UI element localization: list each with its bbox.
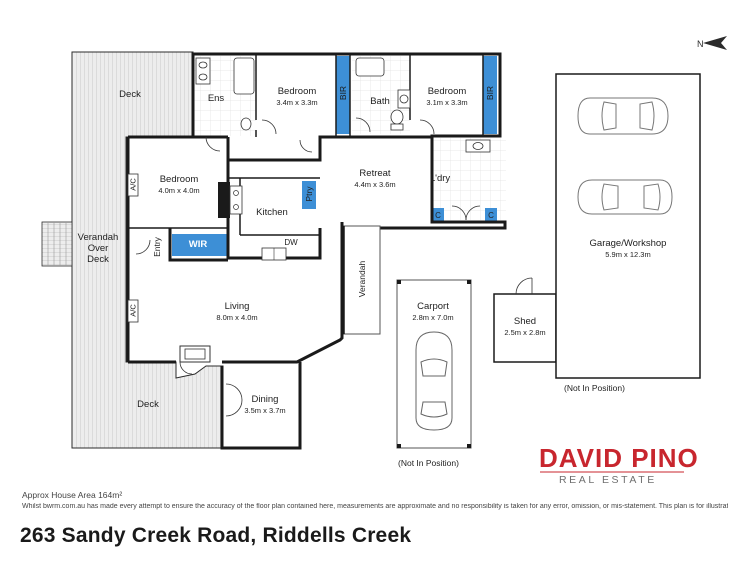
svg-text:N: N bbox=[697, 39, 704, 49]
room-label-verandah-over-deck: Verandah Over Deck bbox=[77, 232, 119, 265]
property-address: 263 Sandy Creek Road, Riddells Creek bbox=[20, 524, 412, 547]
room-label-ac-1: A/C bbox=[128, 178, 138, 191]
room-label-laundry: L'dry bbox=[429, 173, 451, 184]
room-label-bir-1: BIR bbox=[338, 85, 348, 101]
room-label-bath: Bath bbox=[370, 96, 390, 107]
range-hood-icon bbox=[218, 182, 243, 218]
brand-logo-name: DAVID PINO bbox=[539, 443, 699, 473]
wir-panel bbox=[172, 234, 228, 256]
bir-panel bbox=[336, 56, 350, 134]
fireplace-icon bbox=[179, 345, 211, 363]
room-label-dishwasher: DW bbox=[284, 238, 298, 247]
disclaimer-text: Whilst bwrm.com.au has made every attemp… bbox=[22, 503, 728, 510]
shed-outline bbox=[493, 277, 557, 363]
basin-icon bbox=[195, 57, 411, 109]
verandah-outline bbox=[343, 225, 381, 335]
room-label-ac-2: A/C bbox=[128, 304, 138, 317]
room-label-bir-2: BIR bbox=[485, 85, 495, 101]
cupboard-panel bbox=[432, 208, 444, 222]
toilet-icon bbox=[240, 109, 404, 131]
door-swings bbox=[135, 117, 481, 417]
car-icon bbox=[415, 331, 453, 431]
car-icon bbox=[577, 97, 669, 135]
room-label-cupboard-2: C bbox=[488, 211, 494, 220]
carport-not-in-position: (Not In Position) bbox=[398, 458, 459, 468]
room-label-kitchen: Kitchen bbox=[256, 207, 288, 218]
room-label-deck-bottom: Deck bbox=[137, 399, 159, 410]
room-label-entry: Entry bbox=[152, 237, 162, 257]
house-area-text: Approx House Area 164m² bbox=[22, 490, 123, 500]
brand-logo-tagline: REAL ESTATE bbox=[559, 474, 657, 486]
room-label-ensuite: Ens bbox=[207, 93, 225, 104]
room-label-cupboard-1: C bbox=[435, 211, 441, 220]
bathtub-icon bbox=[233, 57, 385, 95]
car-icon bbox=[577, 179, 673, 215]
room-label-verandah: Verandah bbox=[357, 260, 367, 298]
room-label-pantry: Ptry bbox=[304, 186, 314, 202]
cupboard-panel bbox=[485, 208, 497, 222]
laundry-tub-icon bbox=[465, 139, 491, 153]
room-label-wir: WIR bbox=[188, 239, 208, 250]
room-label-deck-top: Deck bbox=[119, 89, 141, 100]
garage-not-in-position: (Not In Position) bbox=[564, 383, 625, 393]
compass-icon: N bbox=[697, 36, 727, 50]
sink-icon bbox=[261, 247, 287, 261]
bir-panel bbox=[483, 56, 497, 134]
pantry-panel bbox=[302, 181, 316, 209]
